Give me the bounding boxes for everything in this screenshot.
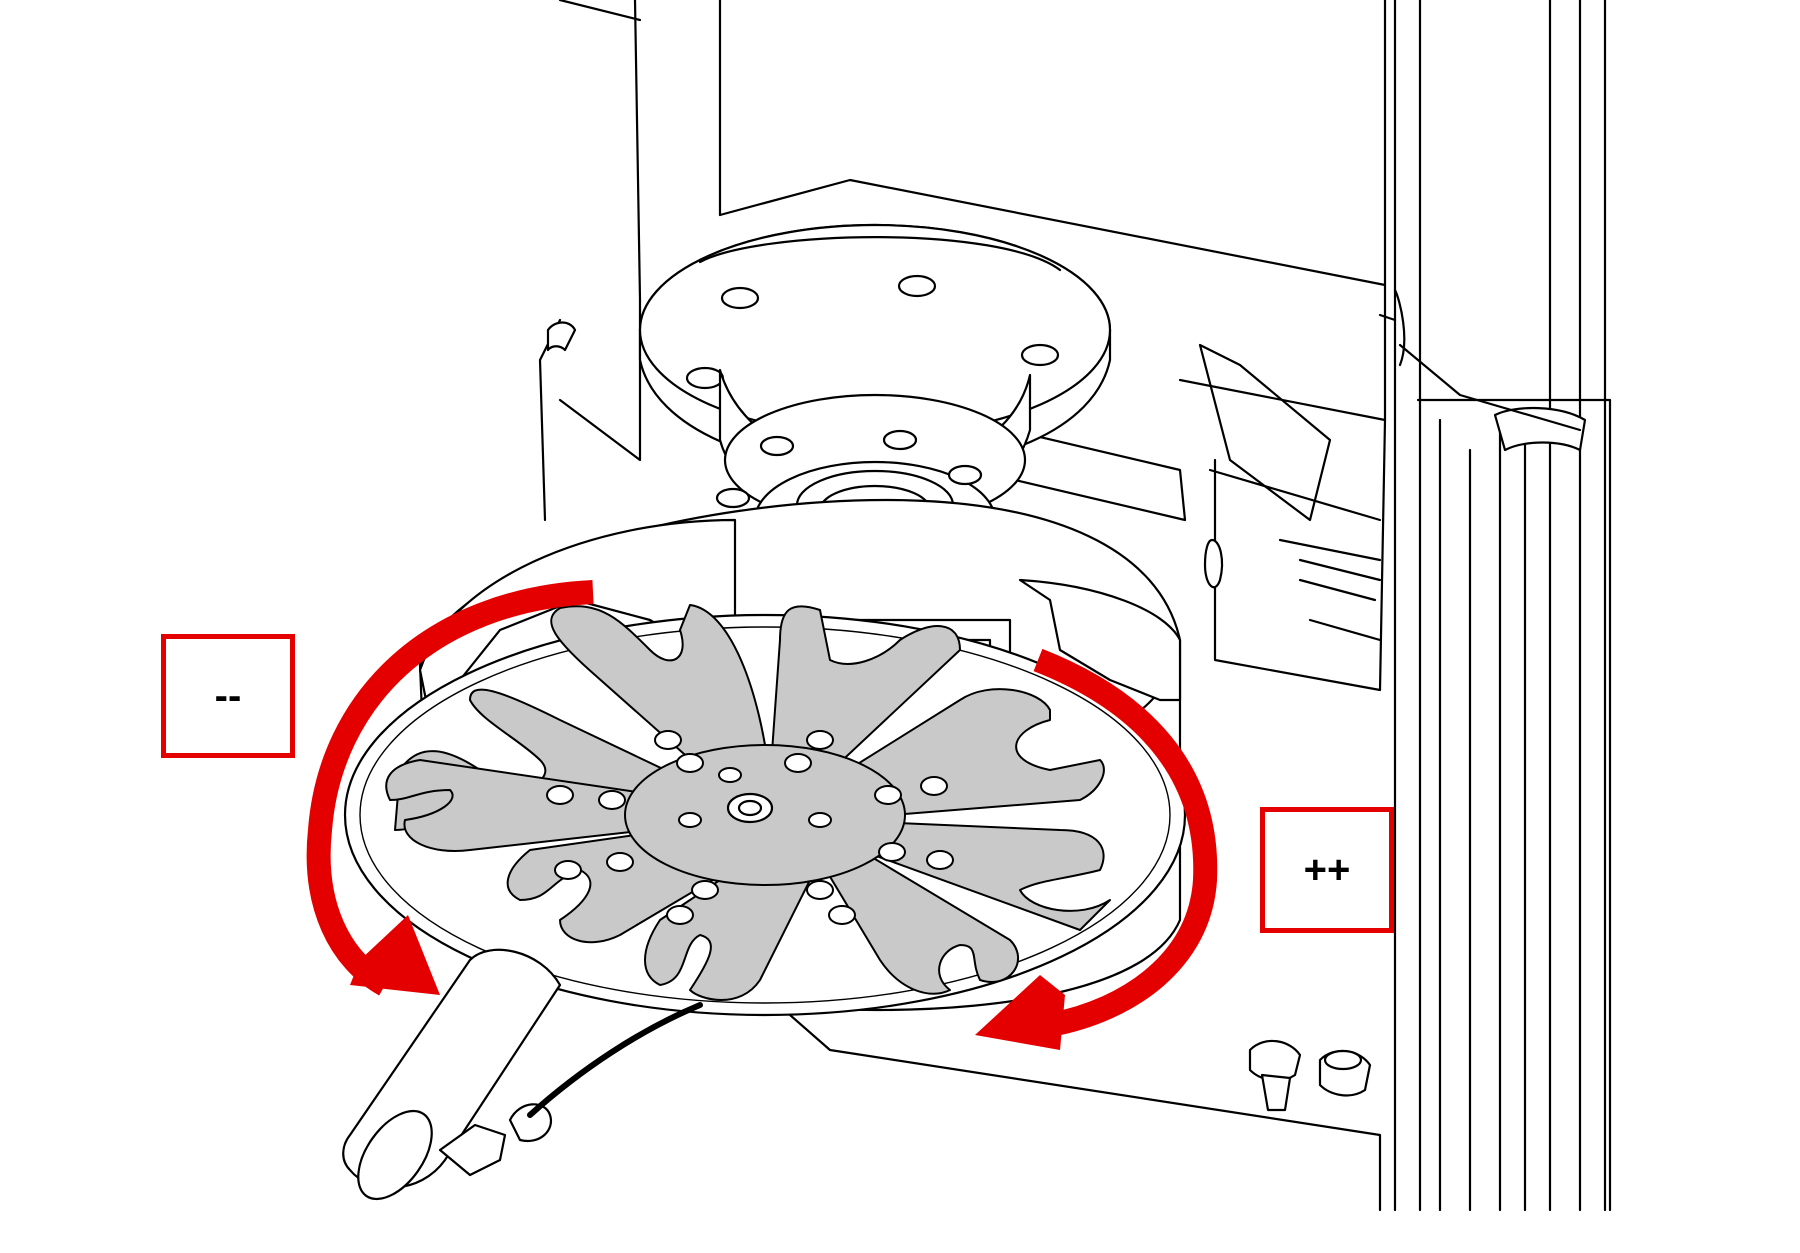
fork-plate xyxy=(343,604,1187,1017)
fittings xyxy=(788,1013,1382,1212)
clockwise-label-text: ++ xyxy=(1303,847,1351,892)
rotation-arrows xyxy=(306,580,1218,1050)
counterclockwise-arrow xyxy=(306,580,594,996)
machine-frame xyxy=(1378,0,1612,1212)
clockwise-arrow xyxy=(1033,648,1218,1037)
pneumatic-cylinder xyxy=(342,948,703,1201)
counterclockwise-arrowhead xyxy=(350,915,440,995)
counterclockwise-label-text: -- xyxy=(214,673,242,718)
clockwise-label: ++ xyxy=(1260,807,1394,933)
clockwise-arrowhead xyxy=(975,975,1065,1050)
spindle-flange xyxy=(638,223,1112,642)
counterclockwise-label: -- xyxy=(161,634,295,758)
